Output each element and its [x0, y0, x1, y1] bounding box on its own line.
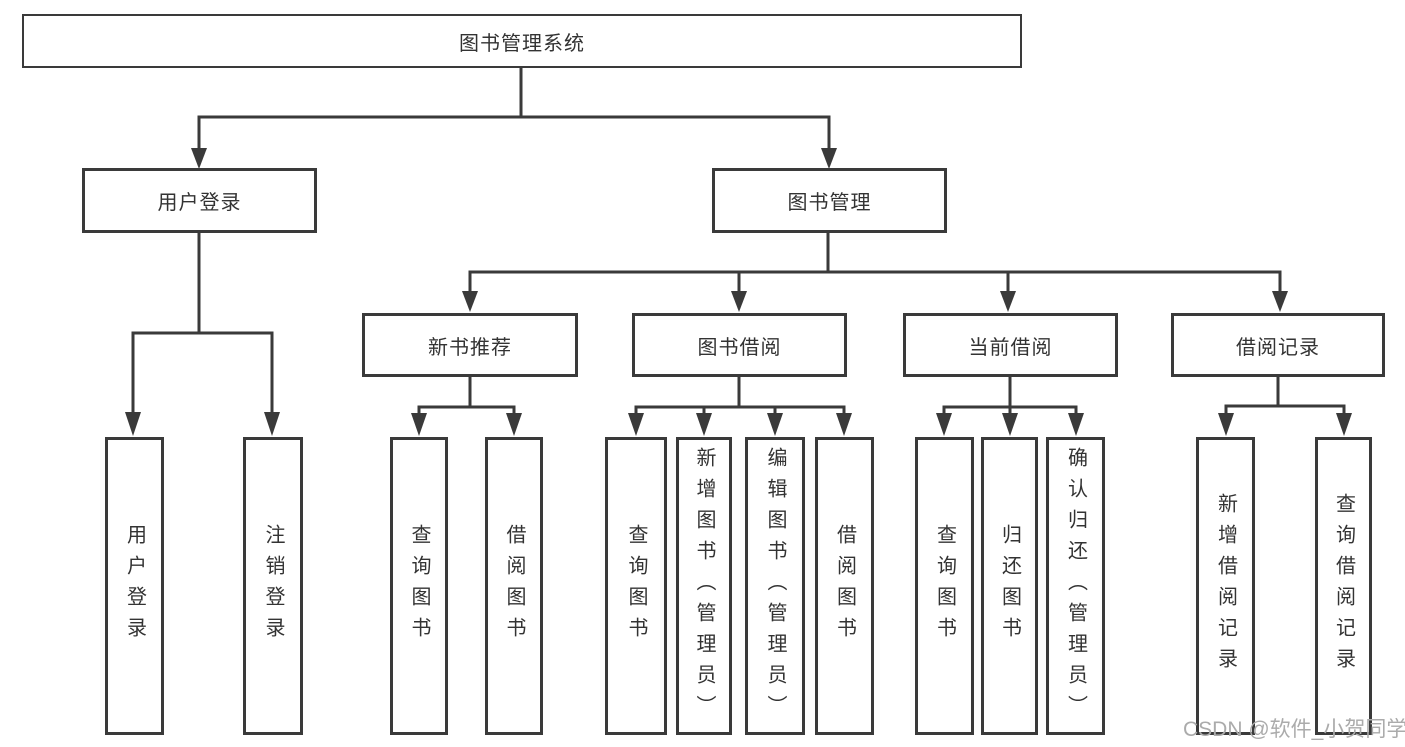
node-borrow-records: 借阅记录	[1171, 313, 1385, 377]
node-library-management-system: 图书管理系统	[22, 14, 1022, 68]
node-new-book-recommend: 新书推荐	[362, 313, 578, 377]
leaf-label: 注销登录	[262, 524, 284, 648]
leaf-label: 查询图书	[408, 524, 430, 648]
leaf-label: 新增图书（管理员）	[693, 446, 715, 726]
leaf-add-books-admin: 新增图书（管理员）	[676, 437, 732, 735]
leaf-label: 查询图书	[933, 524, 956, 648]
csdn-watermark: CSDN @软件_小贺同学	[1183, 718, 1405, 741]
leaf-borrow-books: 借阅图书	[815, 437, 874, 735]
leaf-label: 新增借阅记录	[1214, 493, 1237, 679]
leaf-logout: 注销登录	[243, 437, 303, 735]
node-label: 用户登录	[157, 192, 242, 214]
node-book-management: 图书管理	[712, 168, 947, 233]
leaf-label: 归还图书	[998, 524, 1021, 648]
node-label: 新书推荐	[428, 336, 512, 359]
leaf-add-borrow-record: 新增借阅记录	[1196, 437, 1255, 735]
node-user-login: 用户登录	[82, 168, 317, 233]
leaf-edit-books-admin: 编辑图书（管理员）	[745, 437, 805, 735]
leaf-current-query-books: 查询图书	[915, 437, 974, 735]
node-label: 借阅记录	[1236, 336, 1320, 359]
node-label: 图书管理	[787, 192, 872, 214]
node-label: 图书管理系统	[459, 32, 585, 55]
leaf-label: 借阅图书	[503, 524, 525, 648]
leaf-label: 借阅图书	[833, 524, 856, 648]
leaf-label: 确认归还（管理员）	[1064, 446, 1087, 726]
leaf-label: 查询借阅记录	[1332, 493, 1355, 679]
leaf-recommend-query-books: 查询图书	[390, 437, 448, 735]
leaf-query-borrow-record: 查询借阅记录	[1315, 437, 1372, 735]
node-label: 当前借阅	[968, 336, 1053, 359]
leaf-borrow-query-books: 查询图书	[605, 437, 667, 735]
leaf-label: 用户登录	[123, 524, 146, 648]
leaf-label: 编辑图书（管理员）	[764, 446, 786, 726]
node-book-borrow: 图书借阅	[632, 313, 847, 377]
node-current-borrow: 当前借阅	[903, 313, 1118, 377]
node-label: 图书借阅	[697, 336, 782, 359]
leaf-return-books: 归还图书	[981, 437, 1038, 735]
leaf-label: 查询图书	[625, 524, 647, 648]
leaf-user-login: 用户登录	[105, 437, 164, 735]
leaf-recommend-borrow-books: 借阅图书	[485, 437, 543, 735]
leaf-confirm-return-admin: 确认归还（管理员）	[1046, 437, 1105, 735]
